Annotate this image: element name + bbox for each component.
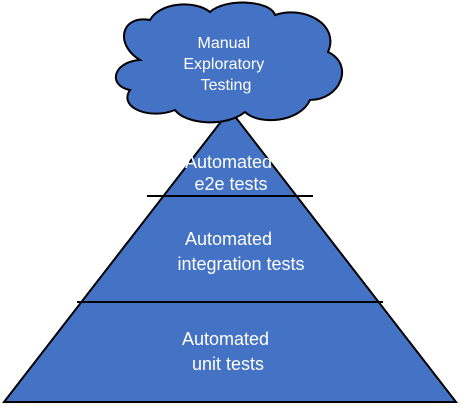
tier-e2e-label: Automated e2e tests (185, 152, 277, 194)
tier-unit-line-2: unit tests (192, 354, 264, 374)
tier-integration-line-2: integration tests (177, 254, 304, 274)
tier-integration-label: Automated integration tests (177, 229, 304, 274)
tier-unit-label: Automated unit tests (182, 329, 274, 374)
tier-e2e-line-2: e2e tests (194, 174, 267, 194)
cloud-label-line-3: Testing (201, 77, 252, 94)
cloud-label: Manual Exploratory Testing (183, 35, 268, 94)
cloud-label-line-1: Manual (198, 35, 250, 52)
tier-unit-line-1: Automated (182, 329, 269, 349)
pyramid-shape (1, 108, 459, 403)
tier-integration-line-1: Automated (185, 229, 272, 249)
tier-e2e-line-1: Automated (185, 152, 272, 172)
cloud-label-line-2: Exploratory (183, 56, 264, 73)
cloud-shape (114, 1, 343, 124)
